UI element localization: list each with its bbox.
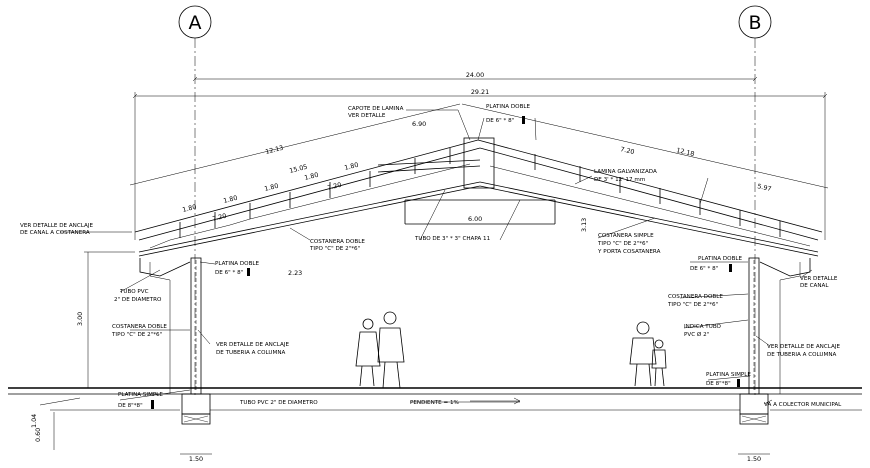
platina-marker-simple-left — [151, 400, 154, 409]
dim-footing-left: 1.50 — [189, 455, 203, 463]
dim-left-segment-3: 1.80 — [264, 182, 280, 193]
label-colector: VA A COLECTOR MUNICIPAL — [764, 402, 842, 408]
platina-marker-top — [522, 116, 525, 124]
dimension-column-height: 3.00 — [76, 251, 135, 388]
gutter-right — [759, 258, 811, 281]
label-anclaje-tuberia-left-1: VER DETALLE DE ANCLAJE — [216, 342, 289, 348]
figure-adult-child — [629, 321, 667, 387]
label-costanera-doble-top-1: COSTANERA DOBLE — [310, 239, 365, 245]
label-costanera-col-right-1: COSTANERA DOBLE — [668, 294, 723, 300]
dim-footing-thickness: 0.60 — [34, 428, 42, 442]
axis-marker-a: A — [178, 5, 212, 395]
label-anclaje-canal-1: VER DETALLE DE ANCLAJE — [20, 223, 93, 229]
platina-marker-left — [247, 268, 250, 276]
label-canal-2: DE CANAL — [800, 283, 829, 289]
label-costanera-simple-1: COSTANERA SIMPLE — [598, 233, 654, 239]
footing-right: 1.50 — [738, 393, 770, 463]
dim-left-segment-2: 1.80 — [223, 194, 239, 205]
label-costanera-col-left-2: TIPO "C" DE 2"*6" — [111, 332, 163, 338]
axis-marker-b: B — [738, 5, 772, 395]
label-platina-simple-right-2: DE 8"*8" — [706, 381, 731, 387]
footing-left: 1.50 — [180, 393, 212, 463]
slope-arrow — [470, 397, 521, 405]
label-costanera-simple-3: Y PORTA COSATANERA — [597, 249, 661, 255]
dim-left-segment-5: 1.80 — [344, 161, 360, 172]
label-platina-simple-left-2: DE 8"*8" — [118, 403, 143, 409]
platina-marker-simple-right — [737, 379, 740, 387]
dim-right-end: 5.97 — [757, 182, 773, 193]
label-platina-top-2: DE 6" * 8" — [486, 118, 515, 124]
dim-ridge-span: 6.00 — [468, 215, 482, 223]
dimension-roof-width: 29.21 — [132, 88, 828, 240]
dim-left-small-2: 7.20 — [327, 181, 343, 192]
roof-ridge — [377, 137, 556, 225]
dim-roof-width: 29.21 — [471, 88, 489, 96]
dim-footing-right: 1.50 — [747, 455, 761, 463]
floor-slab — [8, 387, 862, 411]
label-costanera-simple-2: TIPO "C" DE 2"*6" — [597, 241, 649, 247]
label-canal-1: VER DETALLE — [800, 276, 838, 282]
dim-left-small-1: 7.20 — [212, 212, 228, 223]
label-capote-2: VER DETALLE — [348, 113, 386, 119]
dim-left-segment-4: 1.80 — [304, 171, 320, 182]
label-platina-right-2: DE 6" * 8" — [690, 266, 719, 272]
label-lamina-2: DE 3' * 12' 17 mm — [594, 177, 645, 183]
label-platina-left-1: PLATINA DOBLE — [215, 261, 260, 267]
dim-right-height: 3.13 — [580, 218, 588, 232]
dim-right-slope: 12.18 — [676, 146, 696, 158]
dim-footing-depth: 1.04 — [30, 414, 38, 428]
label-costanera-col-right-2: TIPO "C" DE 2"*6" — [667, 302, 719, 308]
label-platina-top-1: PLATINA DOBLE — [486, 104, 531, 110]
label-pendiente: PENDIENTE = 1% — [410, 400, 459, 406]
column-right — [748, 257, 781, 395]
roof-left-slope — [129, 103, 481, 257]
dimension-footing-depth: 1.04 0.60 — [30, 397, 81, 450]
dim-right-top: 7.20 — [620, 145, 636, 156]
axis-label-b: B — [748, 12, 761, 34]
dim-left-segment-1: 1.80 — [182, 203, 198, 214]
dimension-total-width: 24.00 — [192, 71, 758, 82]
label-platina-simple-left-1: PLATINA SIMPLE — [118, 392, 163, 398]
label-tubo-pvc-floor: TUBO PVC 2" DE DIAMETRO — [239, 400, 318, 406]
dim-purlin-gap: 2.23 — [288, 269, 302, 277]
label-tubo-pvc-left-2: 2" DE DIAMETRO — [114, 297, 162, 303]
dim-total-width: 24.00 — [466, 71, 484, 79]
label-costanera-doble-top-2: TIPO "C" DE 2"*6" — [309, 246, 361, 252]
label-capote-1: CAPOTE DE LAMINA — [348, 106, 404, 112]
label-platina-simple-right-1: PLATINA SIMPLE — [706, 372, 751, 378]
dim-column-height: 3.00 — [76, 312, 84, 326]
leader-lines — [60, 109, 813, 405]
label-costanera-col-left-1: COSTANERA DOBLE — [112, 324, 167, 330]
label-anclaje-tuberia-right-2: DE TUBERIA A COLUMNA — [767, 352, 836, 358]
label-tubo: TUBO DE 3" * 3" CHAPA 11 — [414, 236, 491, 242]
label-indica-tubo-2: PVC Ø 2" — [684, 331, 710, 338]
label-tubo-pvc-left-1: TUBO PVC — [119, 289, 149, 295]
dim-ridge-top: 6.90 — [412, 120, 426, 128]
figure-couple — [355, 311, 405, 389]
label-indica-tubo-1: INDICA TUBO — [684, 324, 722, 330]
column-left — [169, 257, 202, 395]
label-anclaje-tuberia-left-2: DE TUBERIA A COLUMNA — [216, 350, 285, 356]
label-anclaje-tuberia-right-1: VER DETALLE DE ANCLAJE — [767, 344, 840, 350]
platina-marker-right — [729, 264, 732, 272]
label-platina-right-1: PLATINA DOBLE — [698, 256, 743, 262]
axis-label-a: A — [189, 12, 202, 34]
label-platina-left-2: DE 6" * 8" — [215, 270, 244, 276]
dim-left-slope: 12.13 — [265, 144, 285, 156]
purlin-ticks — [179, 148, 781, 238]
label-anclaje-canal-2: DE CANAL A COSTANERA — [20, 230, 90, 236]
label-lamina-1: LAMINA GALVANIZADA — [594, 169, 657, 175]
gutter-left — [139, 258, 191, 281]
